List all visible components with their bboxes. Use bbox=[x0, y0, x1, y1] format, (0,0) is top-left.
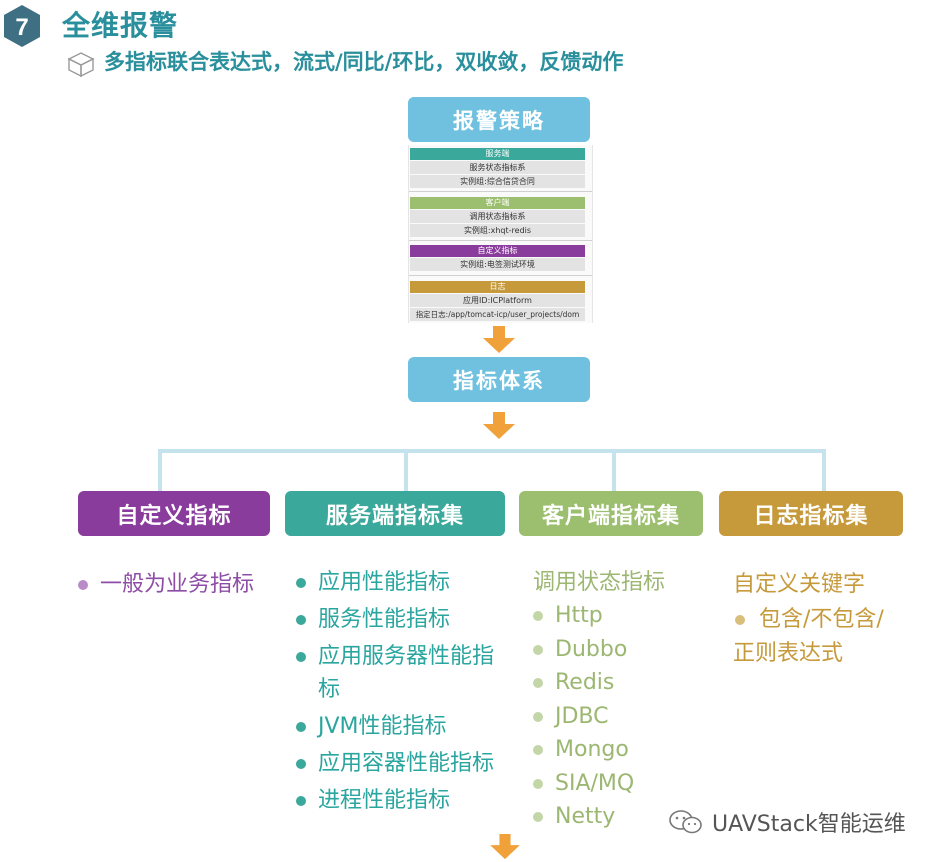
list-item: Netty bbox=[533, 800, 713, 834]
bullet-icon bbox=[296, 578, 306, 588]
list-item: Mongo bbox=[533, 733, 713, 767]
policy-group-log: 日志 应用ID:ICPlatform 指定日志:/app/tomcat-icp/… bbox=[409, 281, 592, 321]
divider bbox=[409, 240, 592, 241]
bullet-icon bbox=[533, 611, 543, 621]
list-item: SIA/MQ bbox=[533, 767, 713, 801]
bullet-icon bbox=[735, 615, 745, 625]
list-item: Dubbo bbox=[533, 633, 713, 667]
policy-group-title: 客户端 bbox=[410, 197, 585, 209]
policy-row: 应用ID:ICPlatform bbox=[410, 294, 585, 307]
policy-panel: 服务端 服务状态指标系 实例组:综合信贷合同 客户端 调用状态指标系 实例组:x… bbox=[408, 145, 593, 323]
list-item: Redis bbox=[533, 666, 713, 700]
log-list-heading: 自定义关键字 bbox=[733, 572, 866, 597]
list-item: 进程性能指标 bbox=[296, 784, 501, 817]
metric-system-box: 指标体系 bbox=[408, 357, 590, 402]
page-subtitle: 多指标联合表达式，流式/同比/环比，双收敛，反馈动作 bbox=[104, 50, 624, 74]
category-server-metrics: 服务端指标集 bbox=[285, 491, 505, 536]
policy-group-client: 客户端 调用状态指标系 实例组:xhqt-redis bbox=[409, 197, 592, 237]
custom-metrics-list: 一般为业务指标 bbox=[78, 568, 278, 601]
policy-row: 实例组:综合信贷合同 bbox=[410, 175, 585, 188]
arrow-down-icon bbox=[483, 326, 515, 353]
list-item: 包含/不包含/正则表达式 bbox=[733, 607, 884, 666]
page-title: 全维报警 bbox=[62, 9, 179, 42]
client-metrics-list: 调用状态指标 Http Dubbo Redis JDBC Mongo SIA/M… bbox=[533, 566, 713, 834]
bullet-icon bbox=[533, 711, 543, 722]
arrow-down-icon bbox=[483, 412, 515, 439]
watermark-text: UAVStack智能运维 bbox=[712, 812, 906, 837]
wechat-icon bbox=[669, 810, 702, 834]
policy-group-server: 服务端 服务状态指标系 实例组:综合信贷合同 bbox=[409, 148, 592, 188]
server-metrics-list: 应用性能指标 服务性能指标 应用服务器性能指标 JVM性能指标 应用容器性能指标… bbox=[296, 566, 501, 817]
hexagon-badge-icon: 7 bbox=[4, 5, 40, 47]
cube-icon bbox=[67, 52, 95, 78]
alarm-policy-box: 报警策略 bbox=[408, 97, 590, 142]
policy-row: 服务状态指标系 bbox=[410, 161, 585, 174]
bullet-icon bbox=[296, 615, 306, 625]
bullet-icon bbox=[533, 812, 543, 822]
policy-group-custom: 自定义指标 实例组:电签测试环境 bbox=[409, 245, 592, 271]
list-item: 应用服务器性能指标 bbox=[296, 640, 501, 706]
category-custom-metrics: 自定义指标 bbox=[78, 491, 270, 536]
list-item: 服务性能指标 bbox=[296, 603, 501, 636]
policy-group-title: 日志 bbox=[410, 281, 585, 293]
policy-row: 指定日志:/app/tomcat-icp/user_projects/dom bbox=[410, 308, 585, 321]
bullet-icon bbox=[296, 722, 306, 732]
category-client-metrics: 客户端指标集 bbox=[519, 491, 703, 536]
divider bbox=[409, 191, 592, 192]
list-item: 一般为业务指标 bbox=[78, 568, 278, 601]
bullet-icon bbox=[533, 644, 543, 655]
list-item: 应用性能指标 bbox=[296, 566, 501, 599]
bullet-icon bbox=[78, 580, 88, 590]
watermark: UAVStack智能运维 bbox=[668, 806, 906, 838]
log-metrics-list: 自定义关键字 包含/不包含/正则表达式 bbox=[733, 568, 903, 671]
policy-row: 实例组:电签测试环境 bbox=[410, 258, 585, 271]
policy-group-title: 服务端 bbox=[410, 148, 585, 160]
policy-group-title: 自定义指标 bbox=[410, 245, 585, 257]
bullet-icon bbox=[296, 652, 306, 662]
list-item: 应用容器性能指标 bbox=[296, 747, 501, 780]
policy-row: 调用状态指标系 bbox=[410, 210, 585, 223]
divider bbox=[409, 275, 592, 276]
category-log-metrics: 日志指标集 bbox=[719, 491, 903, 536]
list-item: JVM性能指标 bbox=[296, 710, 501, 743]
svg-text:7: 7 bbox=[15, 14, 28, 41]
arrow-down-icon bbox=[490, 834, 520, 860]
bullet-icon bbox=[296, 759, 306, 769]
list-item: Http bbox=[533, 599, 713, 633]
bullet-icon bbox=[533, 678, 543, 688]
client-list-heading: 调用状态指标 bbox=[533, 570, 666, 595]
bullet-icon bbox=[296, 796, 306, 806]
list-item: JDBC bbox=[533, 700, 713, 734]
bullet-icon bbox=[533, 745, 543, 755]
bullet-icon bbox=[533, 778, 543, 789]
policy-row: 实例组:xhqt-redis bbox=[410, 224, 585, 237]
